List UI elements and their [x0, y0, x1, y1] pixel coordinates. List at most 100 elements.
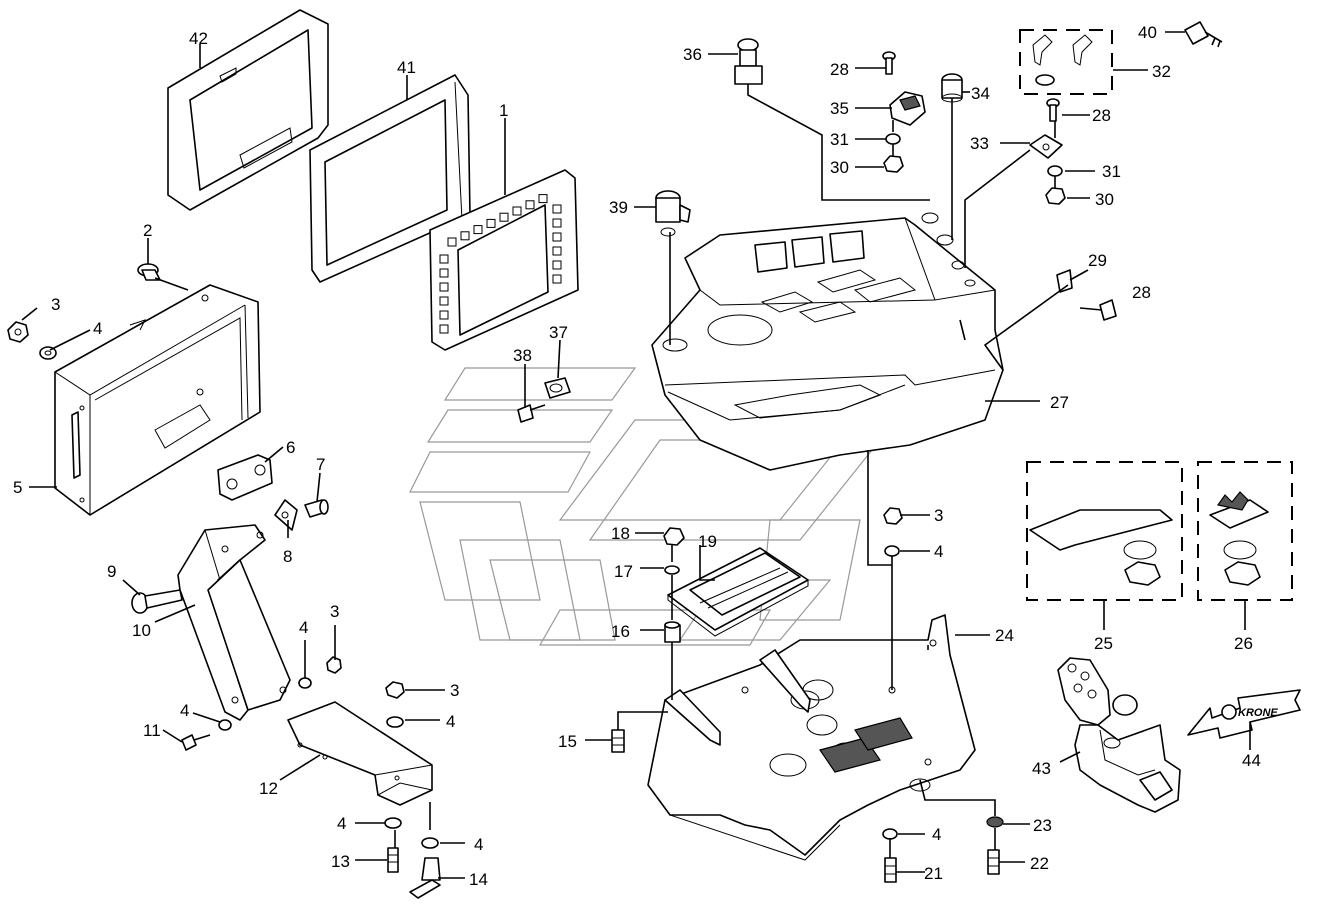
- knob-14: [409, 857, 441, 899]
- label-29: 29: [1088, 251, 1107, 270]
- terminal-key: [512, 206, 522, 216]
- label-16: 16: [611, 622, 630, 641]
- label-28a: 28: [830, 60, 849, 79]
- washer-4-lower: [218, 719, 232, 731]
- bolt-7: [304, 499, 329, 518]
- nut-3-mid: [326, 656, 342, 674]
- terminal-key: [538, 194, 548, 204]
- washer-4-left: [39, 346, 57, 360]
- washer-4-bottom: [384, 817, 402, 829]
- washer-4-mid: [298, 677, 312, 689]
- label-28c: 28: [1132, 283, 1151, 302]
- label-41: 41: [397, 58, 416, 77]
- label-6: 6: [286, 438, 295, 457]
- leader-lines: [21, 31, 1251, 879]
- clamp-block-6: [217, 454, 273, 501]
- washer-31-right: [1047, 165, 1063, 177]
- socket-39: [655, 190, 691, 237]
- label-4d: 4: [446, 712, 455, 731]
- nut-18: [663, 527, 685, 546]
- washer-23: [986, 816, 1004, 828]
- label-31b: 31: [1102, 162, 1121, 181]
- label-33: 33: [970, 134, 989, 153]
- bolt-13: [387, 847, 399, 873]
- label-4h: 4: [932, 825, 941, 844]
- label-11: 11: [143, 721, 161, 740]
- label-4g: 4: [934, 542, 943, 561]
- label-4c: 4: [180, 701, 189, 720]
- label-12: 12: [259, 779, 278, 798]
- plate-33: [1029, 134, 1063, 159]
- washer-4-stack: [386, 716, 404, 728]
- label-4a: 4: [93, 319, 102, 338]
- label-39: 39: [609, 198, 628, 217]
- label-8: 8: [283, 547, 292, 566]
- label-44: 44: [1242, 751, 1261, 770]
- button-34: [941, 73, 963, 103]
- nut-30-left: [883, 155, 904, 173]
- label-31a: 31: [830, 130, 849, 149]
- label-32: 32: [1152, 62, 1171, 81]
- terminal-key: [552, 274, 562, 284]
- label-35: 35: [830, 99, 849, 118]
- detail-box-26: [1197, 461, 1293, 601]
- label-34: 34: [971, 84, 990, 103]
- detail-box-25: [1026, 461, 1183, 601]
- label-7: 7: [316, 455, 325, 474]
- key-group-32: [1019, 29, 1113, 95]
- label-25: 25: [1094, 634, 1113, 653]
- terminal-key: [552, 260, 562, 270]
- housing-box-5: [54, 284, 261, 516]
- bolt-21: [884, 857, 897, 883]
- label-40: 40: [1138, 23, 1157, 42]
- terminal-key: [460, 231, 470, 241]
- label-36: 36: [683, 45, 702, 64]
- label-17: 17: [614, 562, 633, 581]
- socket-35: [889, 91, 926, 126]
- label-27: 27: [1050, 393, 1069, 412]
- label-9: 9: [107, 562, 116, 581]
- label-21: 21: [924, 864, 943, 883]
- terminal-key: [552, 232, 562, 242]
- label-37: 37: [549, 323, 568, 342]
- nut-3-left: [7, 321, 29, 343]
- bracket-10: [177, 524, 291, 721]
- label-19: 19: [698, 532, 717, 551]
- wing-nut-8: [274, 499, 298, 531]
- label-26: 26: [1234, 634, 1253, 653]
- label-24: 24: [995, 626, 1014, 645]
- bolt-9: [131, 589, 183, 614]
- krone-logo-text: KRONE: [1238, 707, 1278, 719]
- label-3d: 3: [934, 506, 943, 525]
- label-43: 43: [1032, 759, 1051, 778]
- washer-4-right-bottom: [421, 837, 439, 849]
- label-28b: 28: [1092, 106, 1111, 125]
- key-40: [1184, 21, 1223, 48]
- bolt-22: [987, 849, 1000, 875]
- label-13: 13: [331, 852, 350, 871]
- screw-28-mid: [1046, 98, 1060, 122]
- screw-28-right: [1079, 299, 1117, 321]
- label-42: 42: [189, 29, 208, 48]
- label-3a: 3: [51, 295, 60, 314]
- control-unit-19: [667, 547, 809, 637]
- terminal-key: [447, 237, 457, 247]
- washer-17: [664, 565, 680, 575]
- label-15: 15: [558, 732, 577, 751]
- base-plate-24: [647, 614, 976, 861]
- switch-36: [734, 38, 763, 85]
- screw-11: [181, 734, 211, 751]
- label-1: 1: [499, 101, 508, 120]
- label-30a: 30: [830, 158, 849, 177]
- nut-3-stack: [385, 681, 405, 699]
- spacer-16: [664, 621, 681, 643]
- washer-4-right: [884, 545, 900, 557]
- terminal-key: [439, 310, 449, 320]
- washer-4-base: [882, 828, 898, 840]
- terminal-key: [525, 200, 535, 210]
- terminal-key: [439, 282, 449, 292]
- terminal-key: [439, 268, 449, 278]
- bolt-15: [611, 729, 625, 753]
- support-12: [287, 701, 433, 806]
